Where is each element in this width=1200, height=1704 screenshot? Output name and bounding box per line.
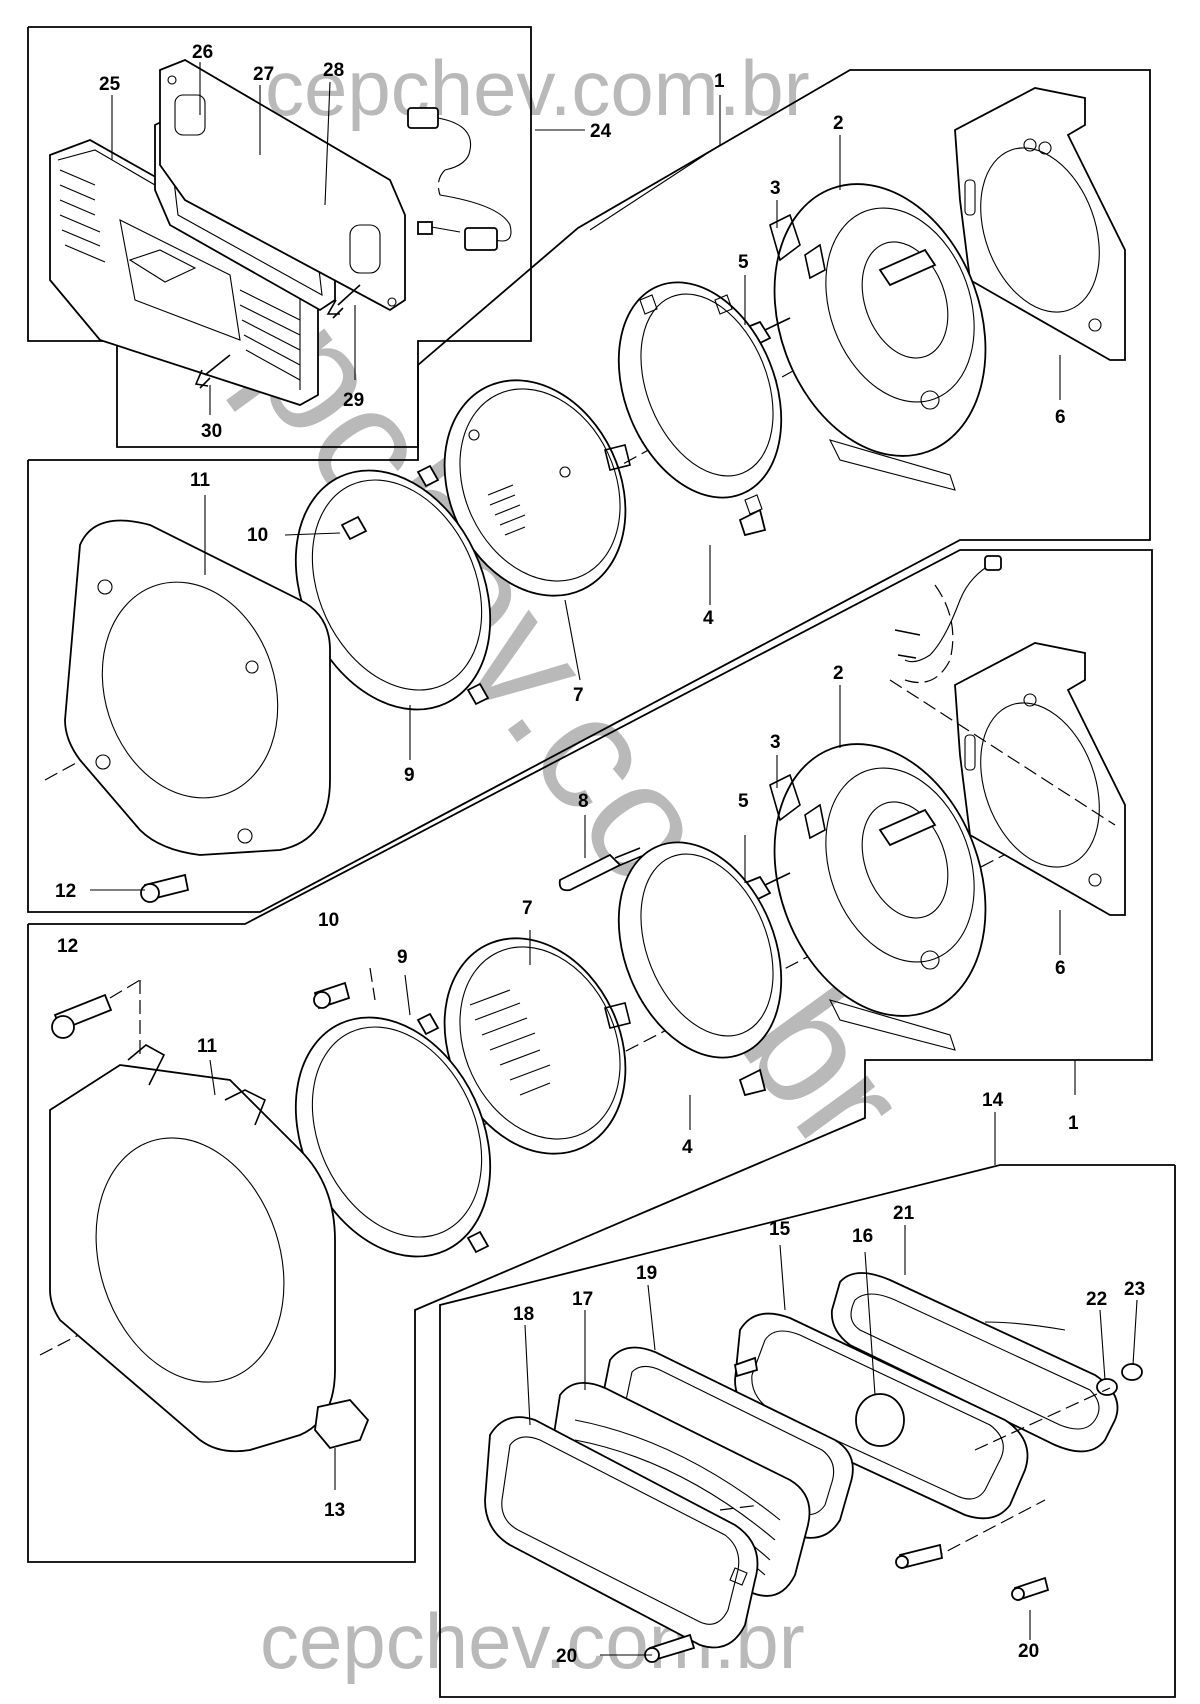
license-lamp-assembly [49,59,585,415]
callout-12-lower: 12 [57,936,78,957]
callout-9-lower: 9 [397,947,408,968]
callout-19: 19 [636,1263,657,1284]
callout-14: 14 [982,1090,1004,1111]
callout-26: 26 [192,42,213,63]
callout-17: 17 [572,1289,593,1310]
callout-6-lower: 6 [1055,958,1066,979]
callout-15: 15 [769,1219,791,1240]
callout-4-upper: 4 [703,608,714,629]
callout-16: 16 [852,1226,873,1247]
callout-20-bottom: 20 [556,1646,577,1667]
callout-5-lower: 5 [738,791,749,812]
callout-25: 25 [99,74,121,95]
callout-10-upper: 10 [247,525,268,546]
headlamp-upper-assembly [44,87,1126,903]
callout-13-lower: 13 [324,1500,345,1521]
tail-lamp-assembly [484,1112,1143,1663]
callout-8-lower: 8 [578,791,589,812]
callout-1-upper: 1 [714,71,725,92]
watermark-top: cepchev.com.br [265,44,810,132]
callout-24: 24 [590,121,612,142]
callout-2-lower: 2 [833,663,844,684]
callout-10-lower: 10 [318,910,339,931]
callout-4-lower: 4 [682,1137,693,1158]
callout-21: 21 [893,1203,915,1224]
frame-tail-lamp [439,1164,1176,1698]
frame-headlamp-upper [27,69,1151,913]
callout-22: 22 [1086,1289,1107,1310]
callout-3-lower: 3 [770,732,781,753]
callout-6-upper: 6 [1055,407,1066,428]
callout-27: 27 [253,64,274,85]
callout-9-upper: 9 [404,765,415,786]
callout-5-upper: 5 [738,252,749,273]
callout-7-upper: 7 [573,685,584,706]
headlamp-lower-assembly [39,555,1126,1490]
callout-20-right: 20 [1018,1641,1039,1662]
callout-7-lower: 7 [522,898,533,919]
callout-29: 29 [343,390,364,411]
callout-23: 23 [1124,1279,1145,1300]
callout-12-upper: 12 [55,881,76,902]
callout-30: 30 [201,421,222,442]
callout-3-upper: 3 [770,178,781,199]
callout-28: 28 [323,60,344,81]
callout-11-lower: 11 [197,1036,218,1057]
callout-1-lower: 1 [1068,1113,1079,1134]
callout-18: 18 [513,1304,534,1325]
callout-2-upper: 2 [833,113,844,134]
frame-headlamp-lower [27,549,1153,1563]
callout-11-upper: 11 [190,470,211,491]
